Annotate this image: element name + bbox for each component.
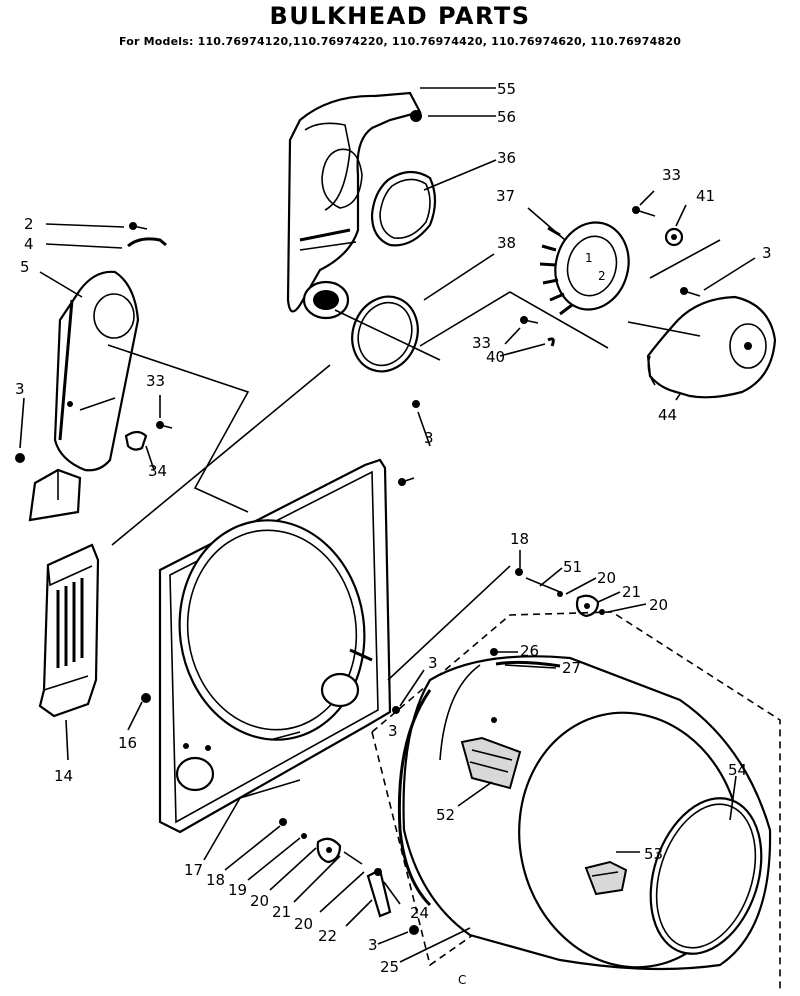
- blower-housing-44: [646, 295, 777, 399]
- screw-3-panel-mid: [412, 400, 420, 408]
- callout-14: 14: [54, 767, 73, 785]
- callout-22: 22: [318, 927, 337, 945]
- screw-3-panel-top: [398, 477, 415, 486]
- baffle-53: [584, 860, 628, 896]
- seal-36: [370, 170, 437, 247]
- lint-filter-14: [38, 543, 100, 718]
- callout-20: 20: [250, 892, 269, 910]
- model-numbers: For Models: 110.76974120,110.76974220, 1…: [118, 35, 682, 48]
- callout-25: 25: [380, 958, 399, 976]
- callout-33: 33: [146, 372, 165, 390]
- baffle-52: [460, 736, 522, 790]
- callout-24: 24: [410, 904, 429, 922]
- callout-55: 55: [497, 80, 516, 98]
- clip-4: [127, 237, 167, 248]
- screw-33-mid: [520, 316, 539, 324]
- callout-27: 27: [562, 659, 581, 677]
- callout-33: 33: [662, 166, 681, 184]
- foot-bracket: [28, 468, 82, 522]
- seal-54: [649, 797, 763, 955]
- screw-2: [129, 222, 148, 230]
- callout-3: 3: [762, 244, 772, 262]
- callout-19: 19: [228, 881, 247, 899]
- callout-4: 4: [24, 235, 34, 253]
- callout-3: 3: [424, 429, 434, 447]
- callout-17: 17: [184, 861, 203, 879]
- idler-assembly-upper: [515, 568, 605, 618]
- bracket-34: [124, 430, 148, 451]
- callout-18: 18: [510, 530, 529, 548]
- callout-53: 53: [644, 845, 663, 863]
- callout-20: 20: [649, 596, 668, 614]
- idler-assembly-lower: [279, 818, 419, 935]
- callout-38: 38: [497, 234, 516, 252]
- callout-56: 56: [497, 108, 516, 126]
- callout-40: 40: [486, 348, 505, 366]
- callout-33: 33: [472, 334, 491, 352]
- callout-44: 44: [658, 406, 677, 424]
- clip-40: [547, 337, 555, 347]
- duct-5: [53, 270, 140, 472]
- blower-wheel-37: 1 2: [539, 221, 630, 316]
- callout-37: 37: [496, 187, 515, 205]
- callout-16: 16: [118, 734, 137, 752]
- callout-5: 5: [20, 258, 30, 276]
- callout-21: 21: [272, 903, 291, 921]
- svg-text:2: 2: [598, 269, 606, 283]
- svg-text:1: 1: [585, 251, 593, 265]
- footer-mark: C: [458, 973, 466, 987]
- callout-labels: 55 56 36 33 41 37 3 38 2 4 5 33 40 44 3 …: [15, 80, 772, 976]
- nut-41: [664, 227, 684, 247]
- plug-56: [410, 110, 422, 122]
- callout-36: 36: [497, 149, 516, 167]
- callout-21: 21: [622, 583, 641, 601]
- screw-16: [141, 693, 151, 703]
- leader-lines: [19, 87, 756, 963]
- callout-34: 34: [148, 462, 167, 480]
- bulkhead-panel-17: [158, 458, 392, 834]
- screw-3-left: [15, 453, 25, 463]
- page-title: BULKHEAD PARTS: [269, 2, 531, 30]
- callout-51: 51: [563, 558, 582, 576]
- callout-2: 2: [24, 215, 34, 233]
- callout-3: 3: [428, 654, 438, 672]
- callout-18: 18: [206, 871, 225, 889]
- callout-3: 3: [15, 380, 25, 398]
- screw-3-panel-bottom: [392, 706, 400, 714]
- callout-26: 26: [520, 642, 539, 660]
- callout-20: 20: [294, 915, 313, 933]
- callout-54: 54: [728, 761, 747, 779]
- bulkhead-housing: [286, 91, 422, 320]
- callout-41: 41: [696, 187, 715, 205]
- callout-20: 20: [597, 569, 616, 587]
- callout-3: 3: [368, 936, 378, 954]
- screw-33-left: [156, 421, 173, 429]
- callout-3: 3: [388, 722, 398, 740]
- screw-33-top: [632, 206, 656, 217]
- screw-3-top-right: [680, 287, 701, 297]
- callout-52: 52: [436, 806, 455, 824]
